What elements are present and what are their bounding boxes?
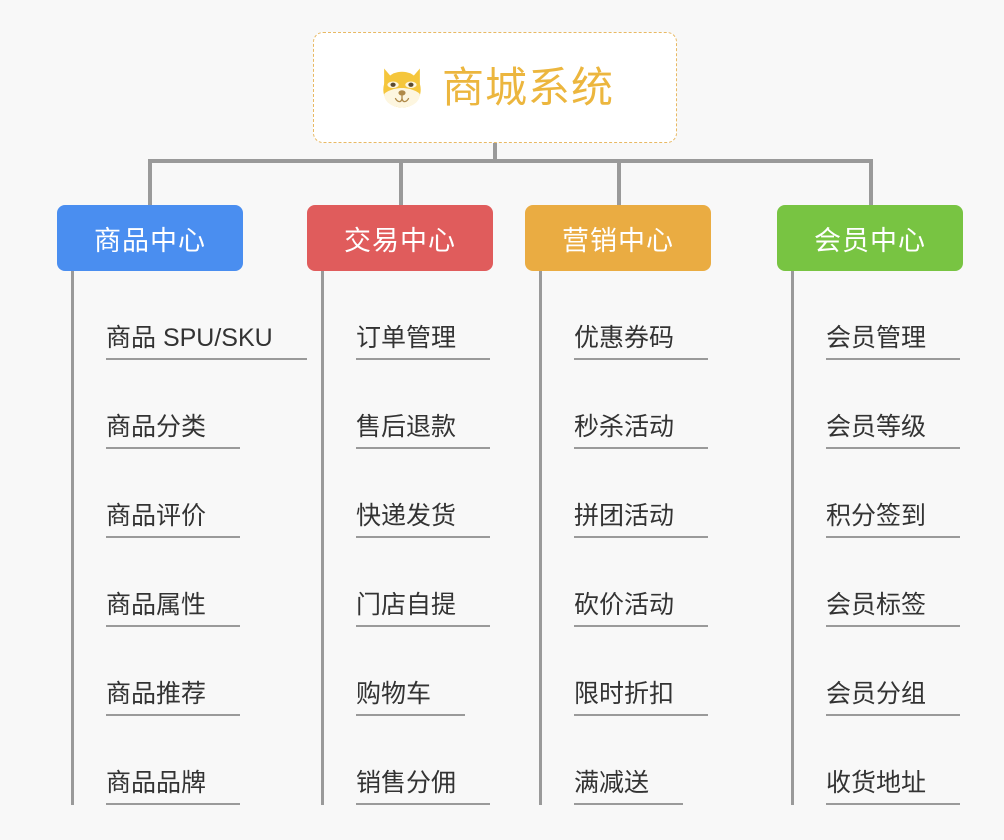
leaf-label: 收货地址: [826, 769, 961, 805]
leaf-label: 满减送: [574, 769, 684, 805]
list-item[interactable]: 购物车: [324, 627, 493, 716]
leaf-label: 商品品牌: [106, 769, 241, 805]
branch-column-1: 商品中心 商品 SPU/SKU 商品分类 商品评价 商品属性 商品推荐 商品品牌: [57, 205, 307, 805]
leaf-label: 商品属性: [106, 591, 241, 627]
list-item[interactable]: 销售分佣: [324, 716, 493, 805]
list-item[interactable]: 满减送: [542, 716, 711, 805]
list-item[interactable]: 商品推荐: [74, 627, 243, 716]
branch-header-2[interactable]: 交易中心: [307, 205, 493, 271]
list-item[interactable]: 门店自提: [324, 538, 493, 627]
list-item[interactable]: 收货地址: [794, 716, 963, 805]
list-item[interactable]: 会员分组: [794, 627, 963, 716]
list-item[interactable]: 会员标签: [794, 538, 963, 627]
leaf-label: 商品推荐: [106, 680, 241, 716]
list-item[interactable]: 商品 SPU/SKU: [74, 271, 307, 360]
leaf-label: 优惠券码: [574, 324, 709, 360]
connector-drop-1: [148, 159, 152, 208]
leaf-label: 商品 SPU/SKU: [106, 324, 307, 360]
branch-column-2: 交易中心 订单管理 售后退款 快递发货 门店自提 购物车 销售分佣: [307, 205, 493, 805]
leaf-label: 会员管理: [826, 324, 961, 360]
root-node[interactable]: 商城系统: [313, 32, 677, 143]
list-item[interactable]: 商品分类: [74, 360, 243, 449]
leaf-label: 销售分佣: [356, 769, 491, 805]
leaf-label: 会员标签: [826, 591, 961, 627]
leaf-list-3: 优惠券码 秒杀活动 拼团活动 砍价活动 限时折扣 满减送: [539, 271, 711, 805]
leaf-list-4: 会员管理 会员等级 积分签到 会员标签 会员分组 收货地址: [791, 271, 963, 805]
connector-horizontal-bus: [148, 159, 873, 163]
leaf-list-1: 商品 SPU/SKU 商品分类 商品评价 商品属性 商品推荐 商品品牌: [71, 271, 307, 805]
connector-drop-2: [399, 159, 403, 208]
leaf-label: 积分签到: [826, 502, 961, 538]
leaf-label: 砍价活动: [574, 591, 709, 627]
branch-header-1[interactable]: 商品中心: [57, 205, 243, 271]
branch-header-4[interactable]: 会员中心: [777, 205, 963, 271]
leaf-label: 会员分组: [826, 680, 961, 716]
list-item[interactable]: 限时折扣: [542, 627, 711, 716]
leaf-list-2: 订单管理 售后退款 快递发货 门店自提 购物车 销售分佣: [321, 271, 493, 805]
leaf-label: 限时折扣: [574, 680, 709, 716]
list-item[interactable]: 积分签到: [794, 449, 963, 538]
list-item[interactable]: 售后退款: [324, 360, 493, 449]
leaf-label: 订单管理: [356, 324, 491, 360]
branch-column-3: 营销中心 优惠券码 秒杀活动 拼团活动 砍价活动 限时折扣 满减送: [525, 205, 711, 805]
leaf-label: 售后退款: [356, 413, 491, 449]
connector-root-stem: [493, 143, 497, 163]
leaf-label: 拼团活动: [574, 502, 709, 538]
list-item[interactable]: 优惠券码: [542, 271, 711, 360]
list-item[interactable]: 商品属性: [74, 538, 243, 627]
branch-header-3[interactable]: 营销中心: [525, 205, 711, 271]
leaf-label: 会员等级: [826, 413, 961, 449]
list-item[interactable]: 订单管理: [324, 271, 493, 360]
connector-drop-4: [869, 159, 873, 208]
list-item[interactable]: 商品评价: [74, 449, 243, 538]
leaf-label: 门店自提: [356, 591, 491, 627]
connector-drop-3: [617, 159, 621, 208]
list-item[interactable]: 拼团活动: [542, 449, 711, 538]
leaf-label: 快递发货: [356, 502, 491, 538]
shiba-dog-face-icon: [383, 68, 421, 107]
branch-column-4: 会员中心 会员管理 会员等级 积分签到 会员标签 会员分组 收货地址: [777, 205, 963, 805]
leaf-label: 秒杀活动: [574, 413, 709, 449]
leaf-label: 商品评价: [106, 502, 241, 538]
list-item[interactable]: 秒杀活动: [542, 360, 711, 449]
root-title: 商城系统: [441, 63, 614, 111]
leaf-label: 购物车: [356, 680, 466, 716]
list-item[interactable]: 会员管理: [794, 271, 963, 360]
leaf-label: 商品分类: [106, 413, 241, 449]
list-item[interactable]: 商品品牌: [74, 716, 243, 805]
list-item[interactable]: 砍价活动: [542, 538, 711, 627]
list-item[interactable]: 快递发货: [324, 449, 493, 538]
list-item[interactable]: 会员等级: [794, 360, 963, 449]
